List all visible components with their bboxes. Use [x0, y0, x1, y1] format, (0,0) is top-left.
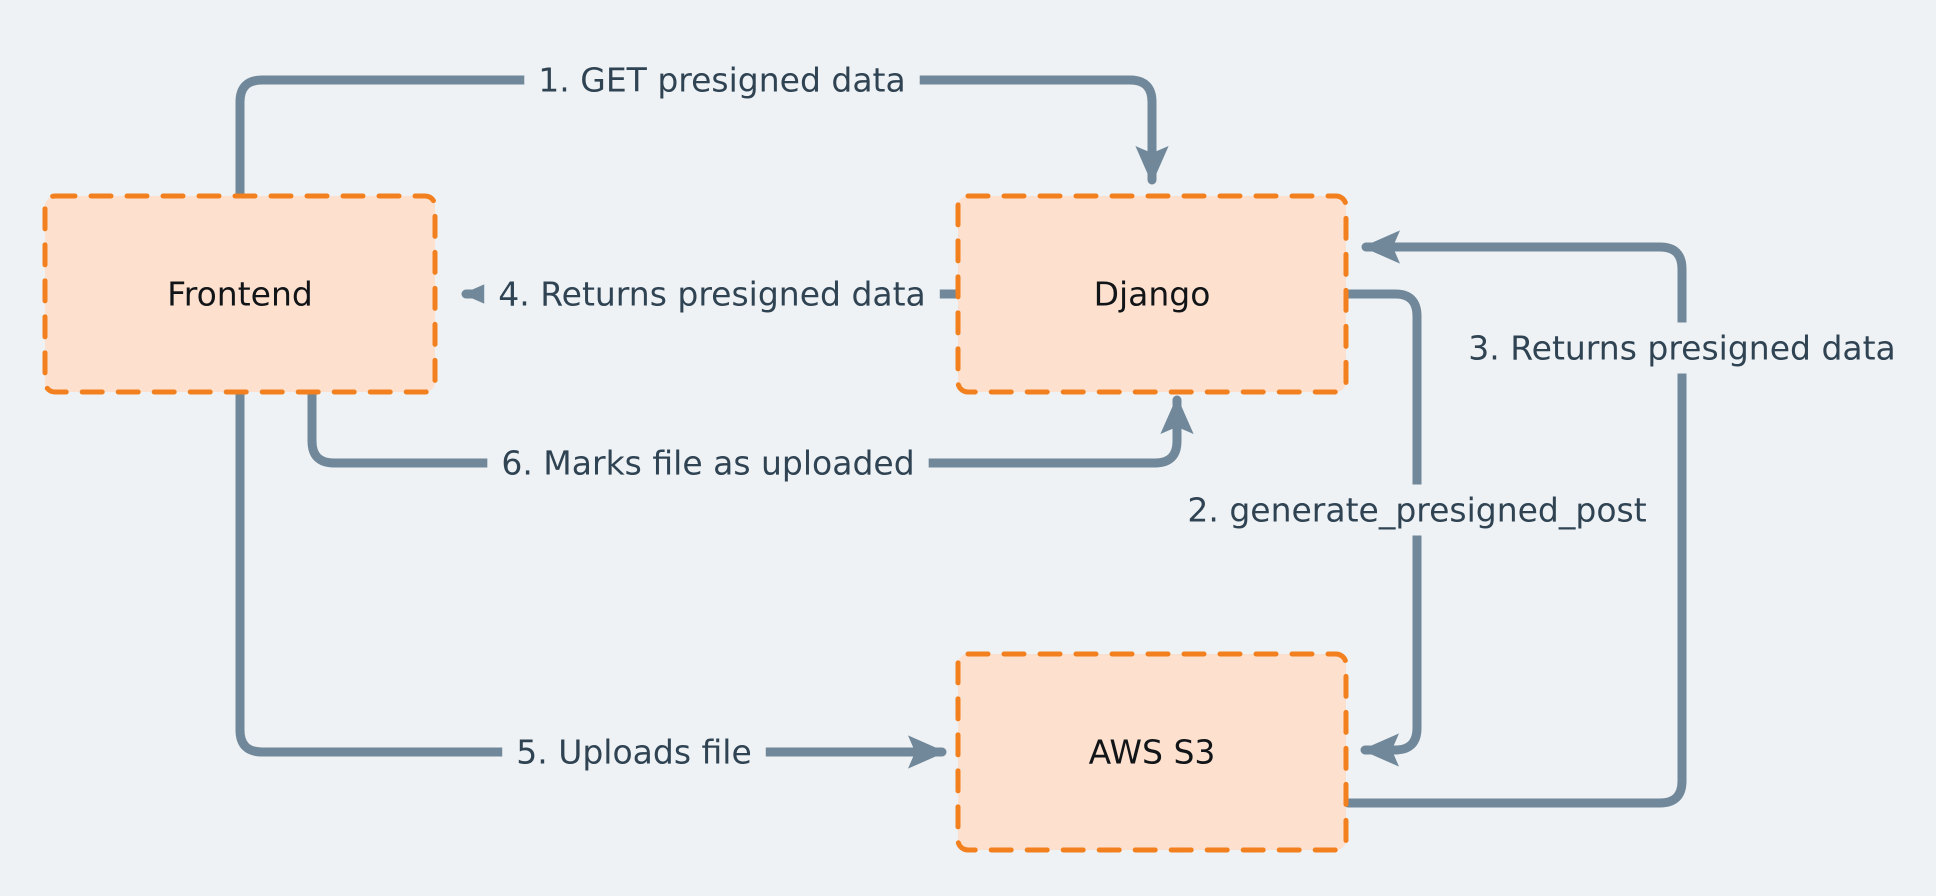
node-aws-s3[interactable]: AWS S3 [955, 651, 1349, 853]
node-aws-s3-box[interactable] [955, 651, 1349, 853]
edge-3-returns-presigned-data: 3. Returns presigned data [1343, 230, 1910, 808]
node-frontend-label: Frontend [167, 275, 313, 314]
node-aws-s3-label: AWS S3 [1089, 733, 1216, 772]
edge-5-label: 5. Uploads file [516, 733, 752, 772]
edge-4-label: 4. Returns presigned data [498, 275, 926, 314]
edge-3-path [1343, 230, 1687, 808]
edge-2-label: 2. generate_presigned_post [1187, 491, 1646, 530]
edge-6-label-bg [487, 437, 929, 489]
edge-1-label-bg [524, 54, 920, 106]
edge-4-label-bg [484, 268, 940, 320]
node-django[interactable]: Django [955, 193, 1349, 395]
edge-3-label: 3. Returns presigned data [1468, 329, 1896, 368]
edge-4-returns-presigned-data: 4. Returns presigned data [461, 268, 963, 320]
edge-1-get-presigned-data: 1. GET presigned data [235, 54, 1169, 201]
edge-1-label: 1. GET presigned data [538, 61, 905, 100]
edge-5-label-bg [502, 726, 766, 778]
edge-5-uploads-file: 5. Uploads file [235, 387, 947, 778]
edge-6-marks-file-as-uploaded: 6. Marks file as uploaded [307, 387, 1194, 489]
edge-3-label-bg [1454, 322, 1910, 374]
node-django-box[interactable] [955, 193, 1349, 395]
edge-2-generate-presigned-post: 2. generate_presigned_post [1173, 289, 1661, 767]
node-frontend[interactable]: Frontend [42, 193, 438, 395]
edge-5-path [235, 387, 947, 769]
node-django-label: Django [1094, 275, 1211, 314]
node-frontend-box[interactable] [42, 193, 438, 395]
edge-6-label: 6. Marks file as uploaded [501, 444, 914, 483]
edge-2-label-bg [1173, 484, 1661, 536]
